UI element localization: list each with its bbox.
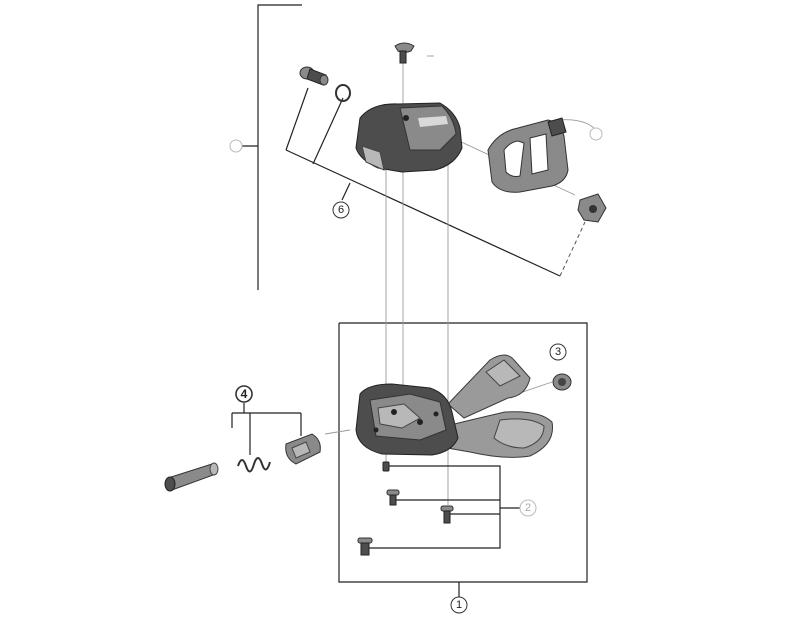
small-screw-1: [382, 461, 390, 472]
small-screw-4: [357, 537, 373, 556]
svg-text:6: 6: [338, 204, 344, 216]
adjust-bolt: [164, 462, 219, 492]
spring-cap: [285, 433, 321, 465]
callout-4-bracket: [231, 403, 302, 455]
callout-2-bracket: [368, 465, 520, 549]
small-screw-3: [440, 505, 454, 524]
svg-text:3: 3: [555, 346, 561, 358]
callout-6-leaders: [285, 87, 586, 277]
small-screw-2: [386, 489, 400, 506]
band-clamp: [487, 117, 597, 193]
svg-text:2: 2: [525, 502, 531, 514]
faint-marker-right: [589, 127, 603, 141]
upper-cover: [355, 102, 463, 173]
svg-text:1: 1: [456, 599, 462, 611]
callout-6: 6: [332, 201, 350, 219]
callout-1: 1: [450, 596, 468, 614]
lever-assembly: [355, 354, 554, 458]
clamp-nut: [577, 193, 607, 223]
washer: [335, 84, 351, 102]
fixing-bolt: [299, 66, 329, 86]
faint-marker-left: [229, 139, 243, 153]
callout-3: 3: [549, 343, 567, 361]
callout-2: 2: [519, 499, 537, 517]
callout-4: 4: [235, 385, 253, 403]
bushing: [552, 373, 572, 391]
coil-spring: [237, 457, 271, 473]
assembly-bracket-lines: [240, 4, 588, 598]
svg-text:4: 4: [241, 387, 248, 401]
top-screw: [394, 42, 415, 64]
